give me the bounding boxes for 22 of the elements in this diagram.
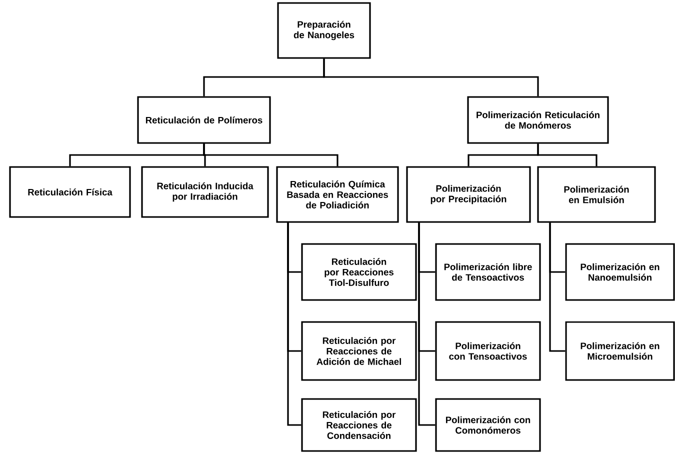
process-box: Polimerización en Microemulsión xyxy=(565,321,675,381)
process-box: Reticulación por Reacciones Tiol-Disulfuro xyxy=(301,243,417,301)
process-box: Polimerización en Emulsión xyxy=(537,166,656,223)
connector xyxy=(537,144,598,166)
process-box: Polimerización Reticulación de Monómeros xyxy=(467,96,609,144)
process-box: Polimerización con Comonómeros xyxy=(435,398,541,452)
connector xyxy=(203,144,338,166)
connector xyxy=(287,222,302,426)
process-box: Preparación de Nanogeles xyxy=(277,2,371,59)
process-box: Reticulación por Reacciones de Adición de Michael xyxy=(301,321,417,381)
process-box: Polimerización libre de Tensoactivos xyxy=(435,243,541,301)
process-box: Polimerización en Nanoemulsión xyxy=(565,243,675,301)
process-box: Reticulación Física xyxy=(9,166,131,218)
connector xyxy=(323,58,539,96)
process-box: Polimerización con Tensoactivos xyxy=(435,321,541,381)
connector xyxy=(418,222,436,426)
connector xyxy=(549,222,566,352)
process-box: Reticulación por Reacciones de Condensación xyxy=(301,398,417,452)
process-box: Reticulación de Polímeros xyxy=(137,96,271,144)
process-box: Polimerización por Precipitación xyxy=(406,166,531,223)
process-box: Reticulación Inducida por Irradiación xyxy=(141,166,269,218)
process-box: Reticulación Química Basada en Reacciones de Poliadición xyxy=(276,166,399,223)
